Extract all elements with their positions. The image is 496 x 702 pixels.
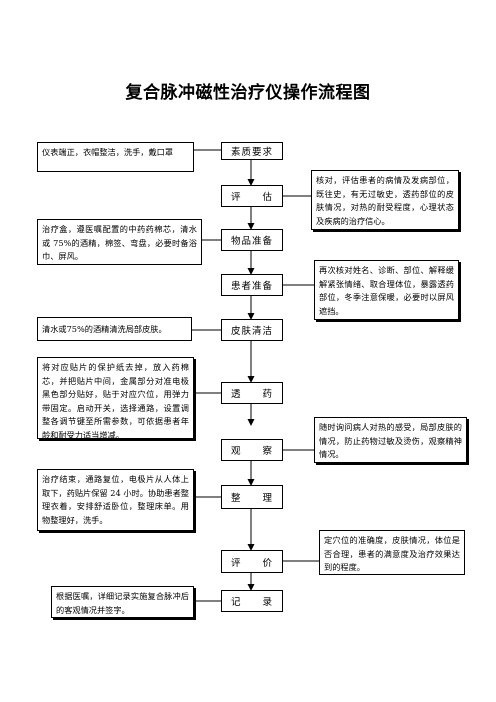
- note-observation: 随时询问病人对热的感受，局部皮肤的情况，防止药物过敏及烫伤，观察精神情况。: [314, 417, 467, 463]
- page-title: 复合脉冲磁性治疗仪操作流程图: [125, 83, 371, 103]
- step-quality-requirement: 素质要求: [221, 142, 283, 160]
- step-patient-preparation: 患者准备: [221, 274, 283, 296]
- step-drug-penetration: 透 药: [221, 382, 283, 404]
- note-assessment: 核对，评估患者的病情及发病部位，既往史，有无过敏史，透药部位的皮肤情况，对热的耐…: [311, 170, 459, 230]
- note-drug-penetration: 将对应贴片的保护纸去掉，放入药棉芯，并把贴片中间，金属部分对准电极黑色部分贴好，…: [37, 357, 194, 440]
- note-evaluation: 定穴位的准确度，皮肤情况，体位是否合理，患者的满意度及治疗效果达到的程度。: [319, 530, 465, 575]
- step-item-preparation: 物品准备: [221, 229, 283, 251]
- step-skin-cleaning: 皮肤清洁: [221, 319, 283, 341]
- step-assessment: 评 估: [221, 185, 283, 207]
- step-tidying: 整 理: [221, 485, 283, 509]
- note-skin-cleaning: 清水或75%的酒精清洗局部皮肤。: [37, 317, 192, 341]
- step-observation: 观 察: [221, 439, 283, 461]
- step-record: 记 录: [221, 590, 283, 612]
- note-tidying: 治疗结束，通路复位，电极片从人体上取下，药贴片保留 24 小时。协助患者整理衣着…: [37, 469, 194, 531]
- note-item-preparation: 治疗盒，遵医嘱配置的中药药棉芯，清水或 75%的酒精，棉签、弯盘，必要时备浴巾、…: [37, 219, 202, 265]
- note-patient-preparation: 再次核对姓名、诊断、部位、解释缓解紧张情绪、取合理体位，暴露透药部位，冬季注意保…: [314, 260, 459, 320]
- note-quality-requirement: 仪表端正，衣帽整洁，洗手，戴口罩: [37, 142, 194, 172]
- note-record: 根据医嘱，详细记录实施复合脉冲后的客观情况并签字。: [51, 586, 194, 618]
- step-evaluation: 评 价: [221, 550, 283, 573]
